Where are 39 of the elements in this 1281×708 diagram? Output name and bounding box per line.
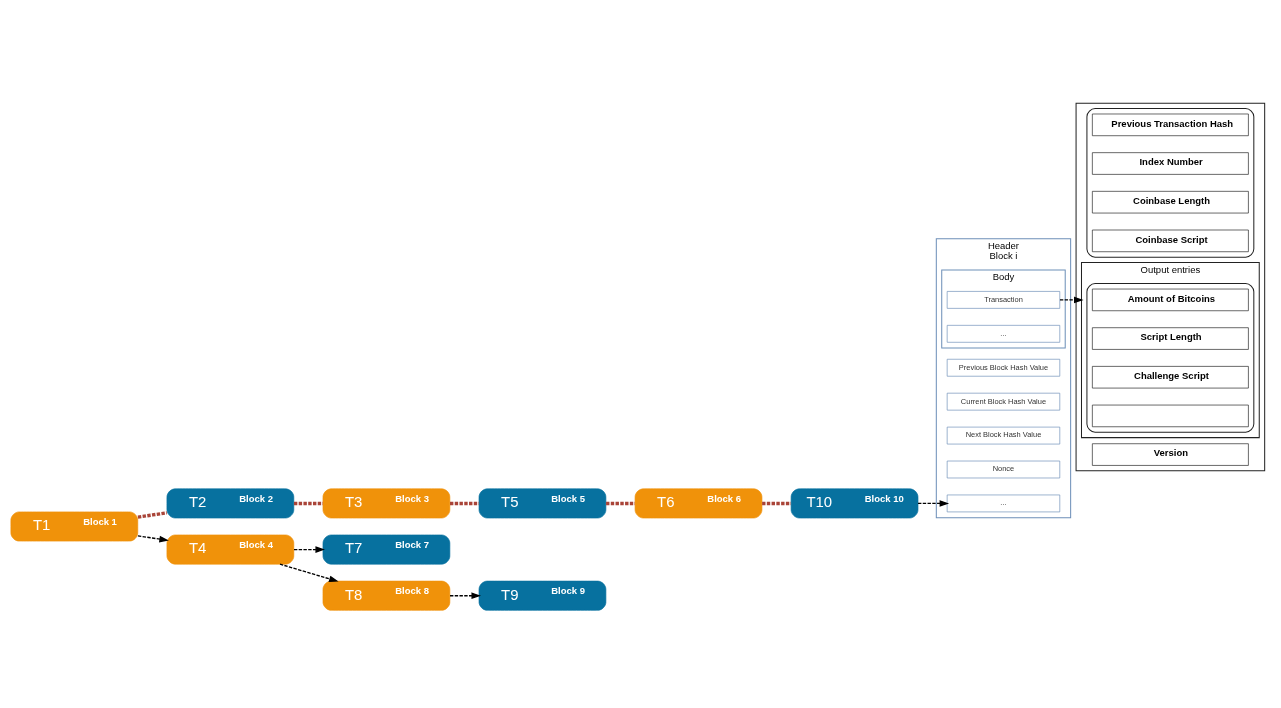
connector <box>293 501 323 506</box>
node-box: Previous Transaction Hash <box>1092 113 1249 137</box>
node-box: T9 Block 9 <box>478 580 607 611</box>
connector <box>762 501 791 506</box>
node-box: T5 Block 5 <box>478 488 607 519</box>
node-box: Script Length <box>1092 327 1249 350</box>
arrow <box>917 500 950 507</box>
node-box: Next Block Hash Value <box>946 426 1061 445</box>
node-box: Previous Block Hash Value <box>946 358 1061 377</box>
node-box: T8 Block 8 <box>322 580 451 611</box>
node-box: Amount of Bitcoins <box>1092 288 1249 312</box>
node-box: T3 Block 3 <box>322 488 451 519</box>
node-box: ... <box>946 325 1061 343</box>
node-box: T4 Block 4 <box>166 534 295 565</box>
node-box: Current Block Hash Value <box>946 392 1061 411</box>
node-box: T7 Block 7 <box>322 534 451 565</box>
node-box: T1 Block 1 <box>10 511 139 542</box>
node-box: Version <box>1092 443 1249 466</box>
node-box: Transaction <box>946 291 1061 309</box>
node-box: Coinbase Script <box>1092 229 1249 253</box>
arrow <box>279 563 339 583</box>
connector <box>450 501 479 506</box>
connector <box>137 511 168 519</box>
node-box: T6 Block 6 <box>634 488 763 519</box>
connector <box>606 501 635 506</box>
node-box: T10 Block 10 <box>790 488 919 519</box>
arrow <box>449 592 481 600</box>
node-box: ... <box>946 494 1061 513</box>
node-box: Nonce <box>946 460 1061 479</box>
arrow <box>137 535 169 543</box>
arrow <box>293 546 325 553</box>
node-box <box>1092 404 1249 428</box>
arrow <box>1059 296 1084 304</box>
cluster <box>1086 283 1255 433</box>
cluster <box>1086 108 1255 258</box>
node-box: Index Number <box>1092 152 1249 175</box>
node-box: Coinbase Length <box>1092 191 1249 214</box>
node-box: T2 Block 2 <box>166 488 295 519</box>
node-box: Challenge Script <box>1092 366 1249 389</box>
